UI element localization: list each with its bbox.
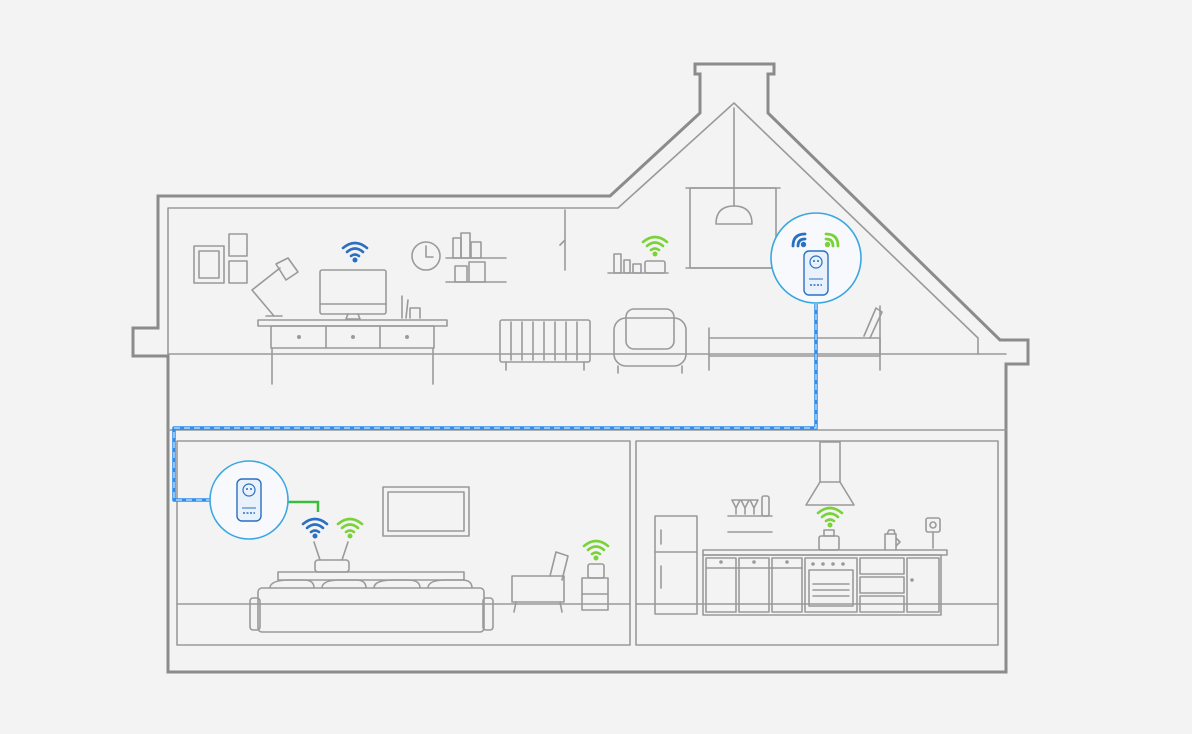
sofa [249,571,494,633]
bed [708,305,883,371]
radiator [499,319,591,371]
wifi-icon-green [336,517,364,540]
powerline-adapter-living [209,460,289,540]
armchair-upstairs [613,308,687,374]
wall-clock [411,241,441,271]
wall-shelves [445,232,507,283]
computer-monitor [319,269,387,320]
ethernet-cable [288,500,320,512]
wifi-icon-green [641,235,669,258]
tv [382,486,470,537]
range-hood [805,441,855,506]
picture-frames [193,233,248,284]
kettle [884,529,901,551]
router [313,541,350,573]
wifi-icon-green [582,539,610,562]
kitchen-counter [702,549,948,616]
powerline-connection [172,304,818,502]
desk [257,295,448,385]
wine-shelf [727,495,773,533]
armchair-living [511,551,569,613]
wifi-icon-blue [301,517,329,540]
powerline-extender-bedroom [770,212,862,304]
wifi-icon-blue [341,241,369,264]
side-table [581,563,609,611]
fridge [654,515,698,615]
wall-socket [925,517,941,549]
toaster [818,529,840,551]
desk-lamp [251,257,299,317]
pendant-lamp [685,107,781,269]
small-shelf-items [607,253,669,274]
house-outline [131,62,1030,674]
wifi-icon-green [816,506,844,529]
